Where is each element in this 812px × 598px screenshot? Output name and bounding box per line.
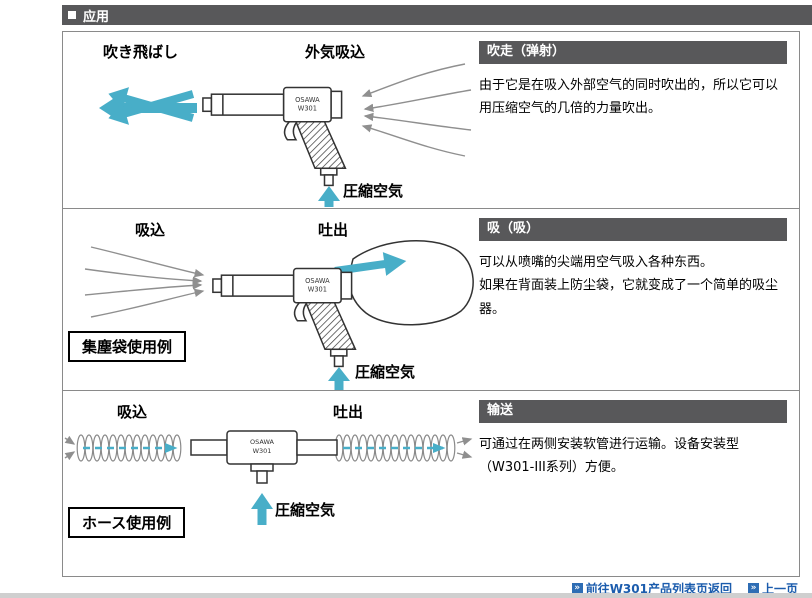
- chevron-right-icon: »: [747, 583, 759, 594]
- suction-diagram-svg: [84, 240, 474, 390]
- suction-diagram: 吸込 吐出 圧縮空気 集塵袋使用例: [63, 209, 479, 390]
- blow-arrows: [99, 87, 197, 125]
- air-gun-illustration: [212, 267, 357, 368]
- link-product-list-label: 前往W301产品列表页返回: [585, 582, 732, 596]
- label-suction: 吸込: [117, 403, 148, 421]
- blow-description-panel: 吹走（弹射） 由于它是在吸入外部空气的同时吹出的，所以它可以用压缩空气的几倍的力…: [479, 32, 799, 208]
- chevron-right-icon: »: [571, 583, 583, 594]
- label-discharge: 吐出: [318, 221, 349, 239]
- label-compressed-air: 圧縮空気: [343, 182, 404, 200]
- panel-body-blow: 由于它是在吸入外部空气的同时吹出的，所以它可以用压缩空气的几倍的力量吹出。: [479, 77, 779, 117]
- discharge-arrow: [334, 252, 407, 276]
- suction-air-curves: [84, 246, 205, 318]
- hose-end-arrows: [64, 435, 473, 461]
- example-caption-hose: ホース使用例: [68, 507, 186, 538]
- usage-section-suction: 吸込 吐出 圧縮空気 集塵袋使用例 吸（吸） 可以从喷嘴的尖端用空气吸入各种东西…: [63, 209, 799, 391]
- transport-diagram: 吸込 吐出 圧縮空気 ホース使用例: [63, 391, 479, 576]
- panel-body-suction: 可以从喷嘴的尖端用空气吸入各种东西。 如果在背面装上防尘袋，它就变成了一个简单的…: [479, 254, 779, 317]
- usage-section-blow: 吹き飛ばし 外気吸込 圧縮空気 吹走（弹射） 由于它是在吸入外部空气的同时吹出的…: [63, 32, 799, 209]
- content-panel: 吹き飛ばし 外気吸込 圧縮空気 吹走（弹射） 由于它是在吸入外部空气的同时吹出的…: [62, 31, 800, 577]
- compressed-air-arrow: [251, 493, 273, 525]
- compressed-air-arrow: [328, 367, 350, 390]
- transport-diagram-svg: [64, 430, 473, 525]
- label-compressed-air: 圧縮空気: [355, 363, 416, 381]
- dust-bag-shape: [348, 240, 474, 326]
- usage-section-transport: 吸込 吐出 圧縮空気 ホース使用例 输送 可通过在两侧安装软管进行运输。设备安装…: [63, 391, 799, 576]
- panel-header-blow: 吹走（弹射）: [479, 41, 787, 64]
- footer-links: » 前往W301产品列表页返回 » 上一页: [571, 580, 798, 597]
- panel-body-transport: 可通过在两侧安装软管进行运输。设备安装型（W301-III系列）方便。: [479, 436, 740, 476]
- blow-diagram-svg: [99, 63, 472, 207]
- panel-header-suction: 吸（吸）: [479, 218, 787, 241]
- suction-description-panel: 吸（吸） 可以从喷嘴的尖端用空气吸入各种东西。 如果在背面装上防尘袋，它就变成了…: [479, 209, 799, 390]
- blow-diagram: 吹き飛ばし 外気吸込 圧縮空気: [63, 32, 479, 208]
- section-title-bar: 应用: [62, 5, 812, 25]
- air-gun-illustration: [202, 86, 347, 187]
- label-discharge: 吐出: [333, 403, 364, 421]
- label-suction: 吸込: [135, 221, 166, 239]
- inline-gun-illustration: [190, 430, 338, 484]
- panel-header-transport: 输送: [479, 400, 787, 423]
- link-previous-page-label: 上一页: [761, 582, 798, 596]
- bottom-divider-bar: [0, 593, 812, 598]
- square-bullet-icon: [68, 11, 76, 19]
- label-outside-air-intake: 外気吸込: [305, 43, 366, 61]
- compressed-air-arrow: [318, 186, 340, 207]
- intake-air-curves: [361, 63, 472, 157]
- example-caption-dustbag: 集塵袋使用例: [68, 331, 187, 362]
- label-blow-away: 吹き飛ばし: [103, 43, 179, 61]
- transport-description-panel: 输送 可通过在两侧安装软管进行运输。设备安装型（W301-III系列）方便。: [479, 391, 799, 576]
- link-product-list-return[interactable]: » 前往W301产品列表页返回: [571, 580, 732, 597]
- hose-left: [76, 434, 182, 462]
- label-compressed-air: 圧縮空気: [275, 501, 336, 519]
- page-title: 应用: [83, 9, 110, 25]
- link-previous-page[interactable]: » 上一页: [747, 580, 798, 597]
